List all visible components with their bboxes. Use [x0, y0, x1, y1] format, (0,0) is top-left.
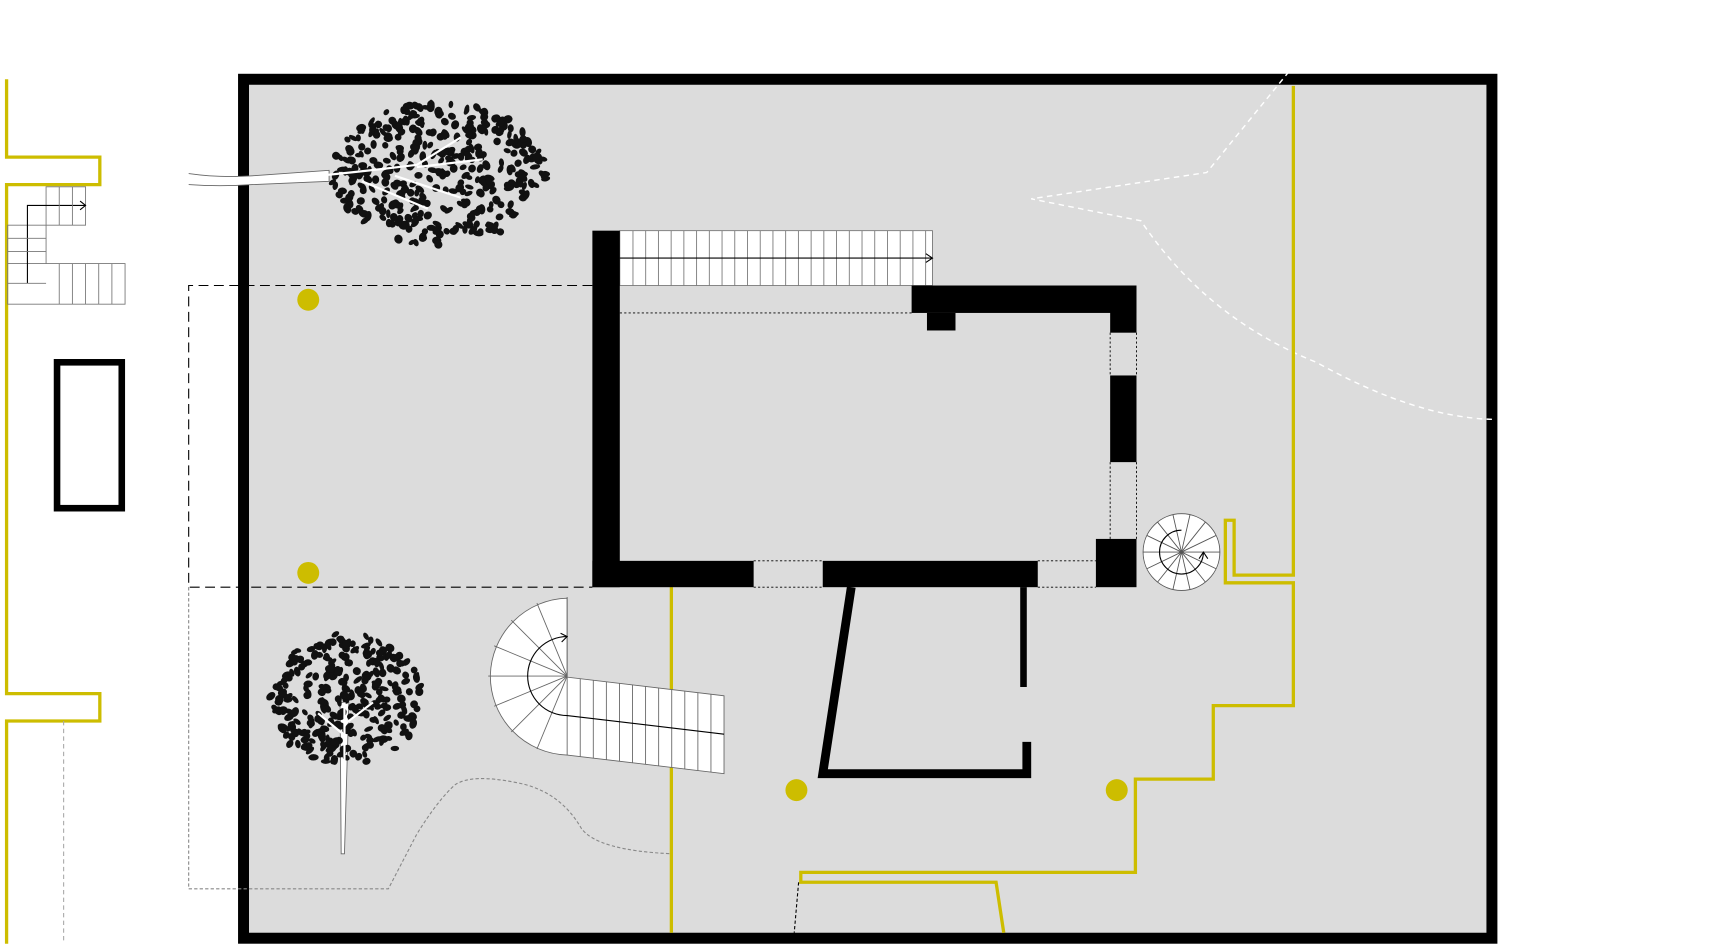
- column-marker-icon: [1105, 779, 1128, 802]
- neighbour-boundary-yellow: [4, 79, 102, 944]
- top-stair: [619, 230, 934, 286]
- tree-icon: [188, 99, 551, 249]
- dashed-canopy-outline: [188, 284, 593, 588]
- left-stair: [7, 186, 126, 305]
- curved-stair: [488, 597, 725, 775]
- neighbour-pool: [53, 359, 126, 512]
- garden-path-outline: [188, 587, 672, 890]
- building-walls: [592, 230, 1137, 588]
- white-dashed-line: [1031, 71, 1492, 421]
- column-markers: [297, 288, 1128, 802]
- column-marker-icon: [785, 779, 808, 802]
- window-openings: [619, 312, 1137, 588]
- annex-walls: [817, 586, 1032, 779]
- column-marker-icon: [297, 288, 320, 311]
- column-marker-icon: [297, 561, 320, 584]
- tree-icon: [266, 631, 425, 855]
- dashed-line: [793, 882, 800, 933]
- spiral-stair-icon: [1142, 513, 1221, 591]
- site-boundary: [238, 73, 1498, 944]
